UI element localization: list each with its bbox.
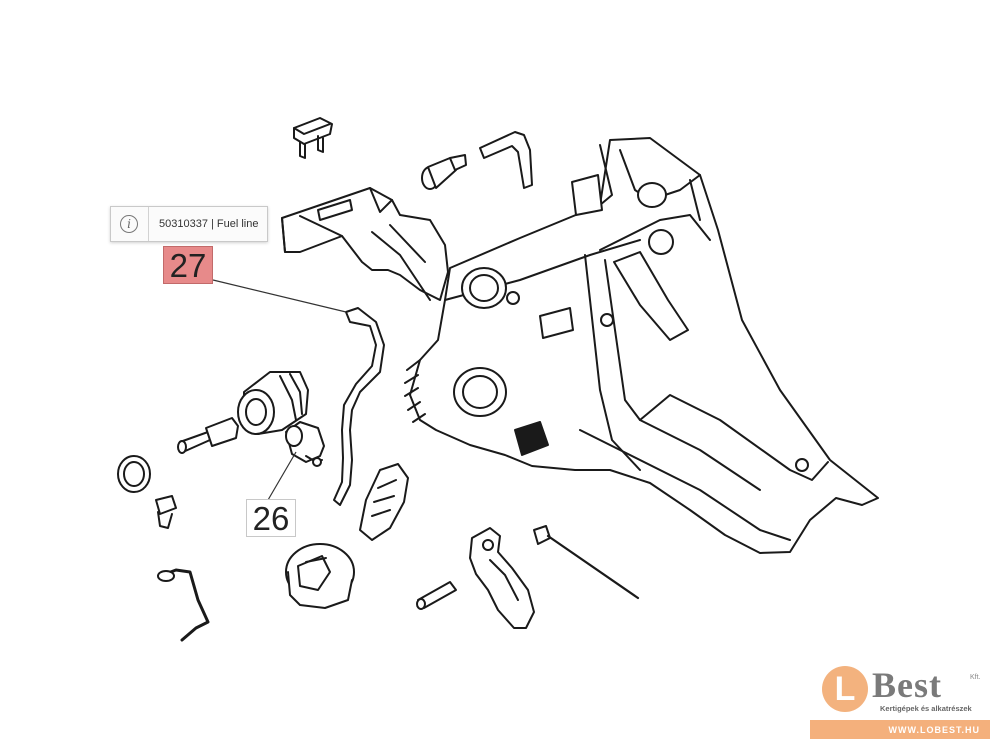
callout-26-fuel-filter[interactable]: 26 xyxy=(246,499,296,537)
impulse-hose xyxy=(479,131,533,189)
leader-line-26 xyxy=(267,451,297,501)
throttle-rod xyxy=(157,568,210,642)
vent-connector xyxy=(293,117,333,159)
throttle-lever xyxy=(469,527,535,629)
lobest-logo: L Best Kft. Kertigépek és alkatrészek WW… xyxy=(810,660,990,745)
logo-mark: L xyxy=(822,666,868,712)
top-fitting xyxy=(421,154,467,190)
rear-handle-housing xyxy=(404,137,879,554)
fuel-filter xyxy=(285,421,325,467)
fuel-line xyxy=(333,307,385,506)
tooltip-divider xyxy=(148,207,149,241)
logo-name: Best xyxy=(872,665,942,705)
fuel-cap xyxy=(285,543,355,609)
leader-line-27 xyxy=(212,279,347,313)
grommet xyxy=(117,455,151,493)
logo-tagline: Kertigépek és alkatrészek xyxy=(880,704,972,713)
tank-gasket xyxy=(359,463,409,541)
vibration-damper xyxy=(237,371,309,435)
tooltip-text: 50310337 | Fuel line xyxy=(159,218,259,230)
handle-bracket xyxy=(281,187,449,301)
info-icon: i xyxy=(120,215,138,233)
callout-27-fuel-line[interactable]: 27 xyxy=(163,246,213,284)
part-tooltip: i 50310337 | Fuel line xyxy=(110,206,268,242)
hex-screw xyxy=(155,495,177,529)
lever-pin xyxy=(416,581,457,610)
logo-url: WWW.LOBEST.HU xyxy=(810,720,990,739)
damper-bolt xyxy=(177,417,239,454)
logo-suffix: Kft. xyxy=(970,674,981,681)
lever-spring xyxy=(533,525,640,600)
